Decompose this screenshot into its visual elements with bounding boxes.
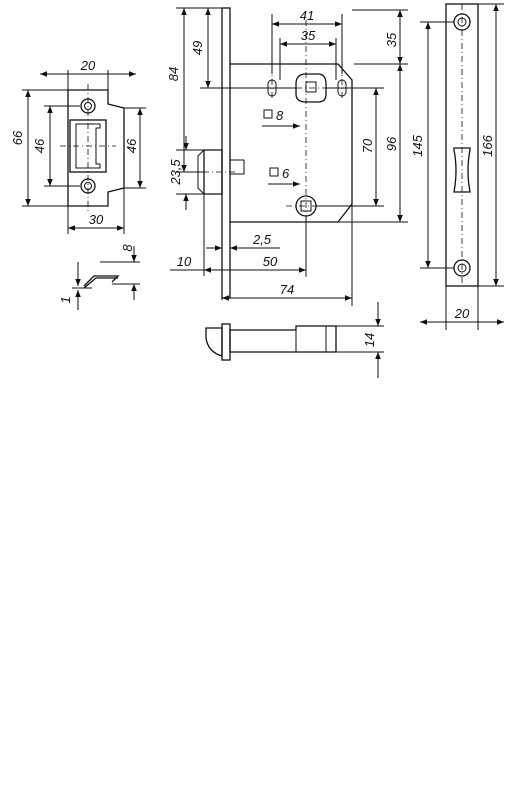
- faceplate-total-length-label: 166: [480, 134, 495, 156]
- square-6-icon: [269, 167, 279, 177]
- lock-body-view: 8 6 41 35 49 84 23,5 35: [166, 7, 408, 306]
- strike-height-label: 66: [10, 130, 25, 145]
- spindle-square-label: 8: [276, 108, 284, 123]
- dim-50-label: 50: [263, 254, 278, 269]
- dim-35-right-label: 35: [384, 32, 399, 47]
- dim-2-5-label: 2,5: [252, 232, 272, 247]
- turn-square-label: 6: [282, 166, 290, 181]
- spindle-hole-icon: [295, 73, 327, 103]
- dim-70-label: 70: [360, 138, 375, 153]
- lock-latch-spring: [229, 159, 245, 175]
- dim-23-5-label: 23,5: [168, 159, 183, 186]
- strike-plate-tab: [75, 123, 101, 169]
- strike-plate-view: 20 66 46 46 30: [10, 58, 146, 234]
- strike-side-height-label: 46: [124, 138, 139, 153]
- faceplate-view: 145 166 20: [410, 3, 504, 330]
- latch-bolt-body: [229, 325, 337, 353]
- dim-35-top-label: 35: [301, 28, 316, 43]
- lock-case-outline: [230, 63, 353, 223]
- strike-section-profile: [83, 275, 120, 287]
- lock-latch-side: [203, 149, 223, 195]
- strike-width-label: 20: [80, 58, 96, 73]
- square-8-icon: [263, 109, 273, 119]
- latch-bolt-view: 14: [205, 302, 384, 378]
- dim-10-label: 10: [177, 254, 192, 269]
- strike-bottom-width-label: 30: [89, 212, 104, 227]
- latch-bolt-head: [205, 327, 223, 357]
- dim-74-label: 74: [280, 282, 294, 297]
- strike-section-thickness-label: 1: [58, 296, 73, 303]
- dim-96-label: 96: [384, 136, 399, 151]
- strike-section-height-label: 8: [120, 244, 135, 252]
- lock-faceplate-side: [221, 7, 231, 299]
- dim-41-label: 41: [300, 8, 314, 23]
- dim-49-label: 49: [190, 41, 205, 55]
- strike-section-view: 8 1: [58, 244, 140, 310]
- faceplate-inner-length-label: 145: [410, 134, 425, 156]
- faceplate-width-label: 20: [454, 306, 470, 321]
- latch-bolt-height-label: 14: [362, 333, 377, 347]
- latch-bolt-face: [221, 323, 231, 361]
- faceplate-latch-opening: [453, 147, 471, 193]
- strike-inner-height-label: 46: [32, 138, 47, 153]
- spindle-square-icon: [305, 81, 317, 93]
- dim-84-label: 84: [166, 67, 181, 81]
